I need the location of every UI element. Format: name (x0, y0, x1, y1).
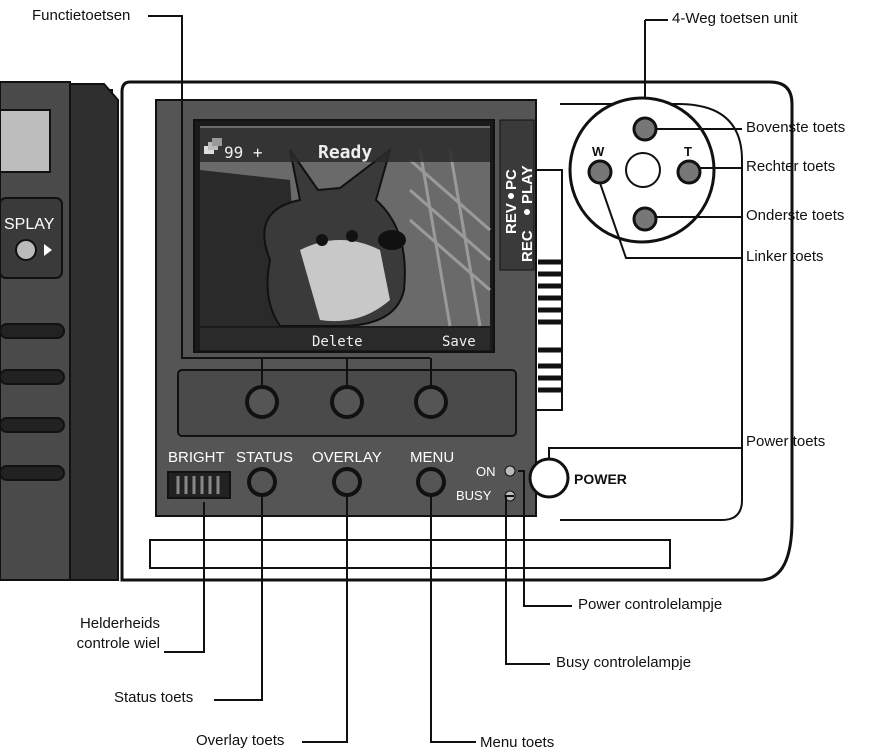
side-display-label: SPLAY (4, 216, 55, 233)
callout-linker-toets: Linker toets (746, 248, 824, 265)
right-key-t[interactable] (676, 159, 702, 185)
callout-rechter-toets: Rechter toets (746, 158, 836, 175)
callout-power-controlelampje: Power controlelampje (578, 596, 723, 613)
lcd-soft-left: Delete (312, 334, 363, 350)
down-key[interactable] (632, 206, 658, 232)
grip-ridges (538, 259, 562, 393)
callout-bovenste-toets: Bovenste toets (746, 119, 846, 136)
side-display-window (0, 109, 51, 173)
callout-busy-controlelampje: Busy controlelampje (556, 654, 692, 671)
on-label: ON (476, 464, 496, 479)
t-label: T (684, 144, 692, 159)
four-way-unit: W T (568, 96, 716, 244)
bright-label: BRIGHT (168, 449, 225, 466)
lcd-count: 99 + (224, 143, 263, 162)
body-bevel (560, 103, 743, 521)
mode-rev: REV (503, 203, 520, 234)
mode-switch[interactable]: PC PLAY REV REC (503, 165, 536, 262)
power-label: POWER (574, 471, 627, 487)
mode-pc: PC (503, 169, 520, 190)
body-bottom-panel (149, 539, 671, 569)
overlay-button[interactable] (332, 467, 362, 497)
menu-button[interactable] (416, 467, 446, 497)
function-key-3[interactable] (414, 385, 448, 419)
callout-functietoetsen: Functietoetsen (32, 7, 131, 24)
callout-overlay-toets: Overlay toets (196, 732, 285, 749)
menu-label: MENU (410, 449, 454, 466)
function-key-1[interactable] (245, 385, 279, 419)
power-button[interactable] (528, 457, 570, 499)
lcd-stack-icon (204, 138, 222, 154)
callout-helderheids: Helderheids controle wiel (20, 614, 160, 654)
busy-label: BUSY (456, 488, 492, 503)
mode-rec: REC (519, 230, 536, 262)
up-key[interactable] (632, 116, 658, 142)
w-label: W (592, 144, 605, 159)
mode-play: PLAY (519, 165, 536, 204)
function-key-2[interactable] (330, 385, 364, 419)
callout-power-toets: Power toets (746, 433, 826, 450)
status-button[interactable] (247, 467, 277, 497)
callout-helderheids-line1: Helderheids (79, 615, 160, 632)
left-key-w[interactable] (587, 159, 613, 185)
leader-lines (148, 15, 742, 743)
side-display-button[interactable] (15, 239, 37, 261)
status-label: STATUS (236, 449, 293, 466)
camera-left-side (0, 81, 119, 581)
brightness-wheel[interactable] (167, 471, 231, 499)
power-lamp (504, 465, 516, 477)
callout-4weg-unit: 4-Weg toetsen unit (672, 10, 798, 27)
overlay-label: OVERLAY (312, 449, 382, 466)
callout-menu-toets: Menu toets (480, 734, 555, 751)
callout-helderheids-line2: controle wiel (76, 635, 160, 652)
play-arrow-icon (44, 244, 52, 256)
callout-status-toets: Status toets (114, 689, 194, 706)
lcd-soft-right: Save (442, 334, 476, 350)
center-button[interactable] (625, 152, 661, 188)
callout-onderste-toets: Onderste toets (746, 207, 845, 224)
lcd-status: Ready (318, 142, 372, 163)
